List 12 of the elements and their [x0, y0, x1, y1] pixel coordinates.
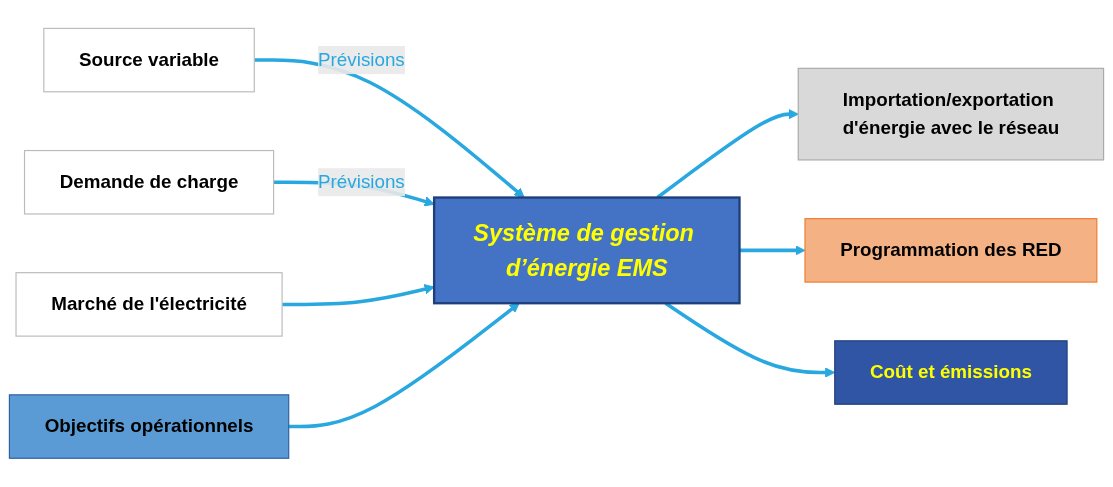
- node-box: Programmation des RED: [804, 218, 1098, 283]
- arrow: [254, 58, 525, 199]
- arrow: [282, 284, 435, 307]
- node-box: Importation/exportation d'énergie avec le réseau: [797, 67, 1105, 161]
- edge-label: Prévisions: [318, 171, 405, 192]
- node-box: Système de gestion d’énergie EMS: [432, 196, 741, 305]
- node-box: Demande de charge: [23, 150, 275, 215]
- node-box: Coût et émissions: [834, 340, 1068, 405]
- node-box: Objectifs opérationnels: [8, 394, 290, 459]
- node-box: Source variable: [43, 28, 255, 93]
- edge-label: Prévisions: [318, 49, 405, 70]
- node-box: Marché de l'électricité: [15, 272, 283, 337]
